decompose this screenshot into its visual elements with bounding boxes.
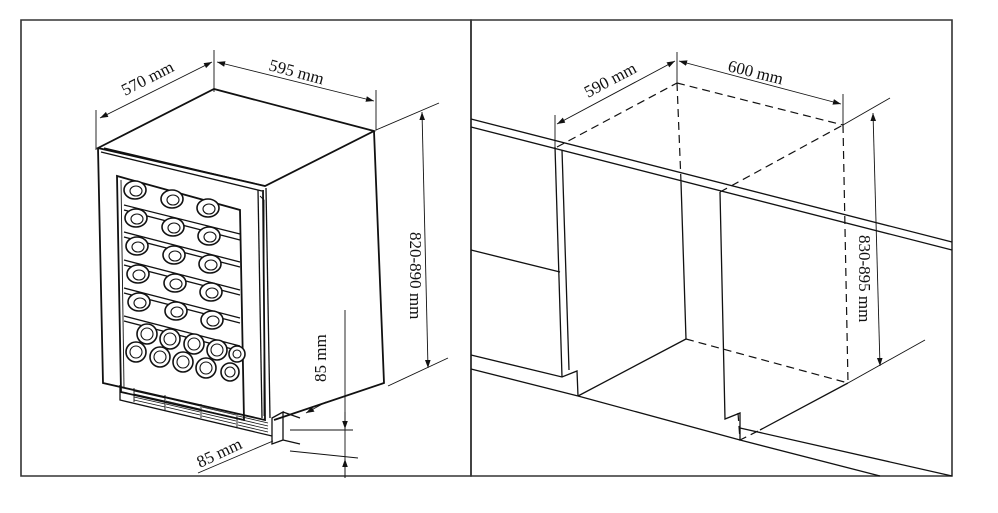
- cabinet-top: [95, 88, 377, 187]
- base-foot: [271, 410, 301, 445]
- label-cutout-height-830-895: 830-895 mm: [855, 235, 874, 322]
- left-cabinet-drawer-line: [470, 249, 561, 273]
- dimension-depth-570: 570 mm: [95, 50, 215, 150]
- label-vent-depth-85: 85 mm: [194, 434, 245, 471]
- dimension-width-595: 595 mm: [216, 56, 377, 130]
- wine-cooler-illustration: [95, 88, 385, 445]
- dimension-height-820-890: 820-890 mm: [375, 102, 449, 387]
- vent-grille: [119, 385, 273, 437]
- countertop-bottom-edge: [470, 126, 953, 251]
- cutout-panel: 590 mm 600 mm 830-895 mm: [470, 19, 953, 477]
- dimension-cutout-depth-590: 590 mm: [554, 52, 678, 150]
- left-cabinet-edge: [554, 146, 563, 378]
- door-top-trim: [100, 151, 263, 192]
- glass-window-inner: [120, 179, 125, 389]
- floor-line: [577, 395, 881, 477]
- door-top-trim-inner: [103, 147, 266, 187]
- dimension-cutout-width-600: 600 mm: [678, 56, 844, 125]
- dimension-vent-height-85: 85 mm: [289, 310, 359, 478]
- panel-frame-left: [20, 19, 472, 477]
- panel-frame-right: [470, 19, 953, 477]
- label-cutout-width-600: 600 mm: [726, 56, 785, 88]
- label-height-820-890: 820-890 mm: [406, 232, 425, 319]
- label-cutout-depth-590: 590 mm: [581, 58, 640, 101]
- cutout-outline: [556, 82, 849, 441]
- label-depth-570: 570 mm: [118, 57, 177, 99]
- label-vent-height-85: 85 mm: [311, 334, 330, 382]
- left-cabinet-base: [470, 354, 579, 397]
- appliance-panel: 570 mm 595 mm 820-890 mm 85 mm: [20, 19, 472, 478]
- dimension-cutout-height-830-895: 830-895 mm: [842, 97, 926, 384]
- plinth-left: [470, 368, 579, 397]
- label-width-595: 595 mm: [267, 56, 326, 89]
- door-edge-detail: [259, 195, 265, 416]
- niche-floor-left: [577, 338, 687, 397]
- countertop-top-edge: [470, 118, 953, 243]
- right-cabinet-edge: [719, 191, 741, 440]
- kickplate-outline: [119, 385, 273, 437]
- door-handle-strip: [257, 189, 263, 419]
- door-edge: [265, 187, 271, 419]
- wine-bottles: [123, 180, 246, 382]
- grille-dividers: [133, 388, 238, 427]
- niche-back-corner: [680, 181, 687, 340]
- left-cabinet-edge-inner: [561, 149, 570, 371]
- plinth-right: [739, 427, 953, 477]
- niche-floor-right: [759, 382, 849, 431]
